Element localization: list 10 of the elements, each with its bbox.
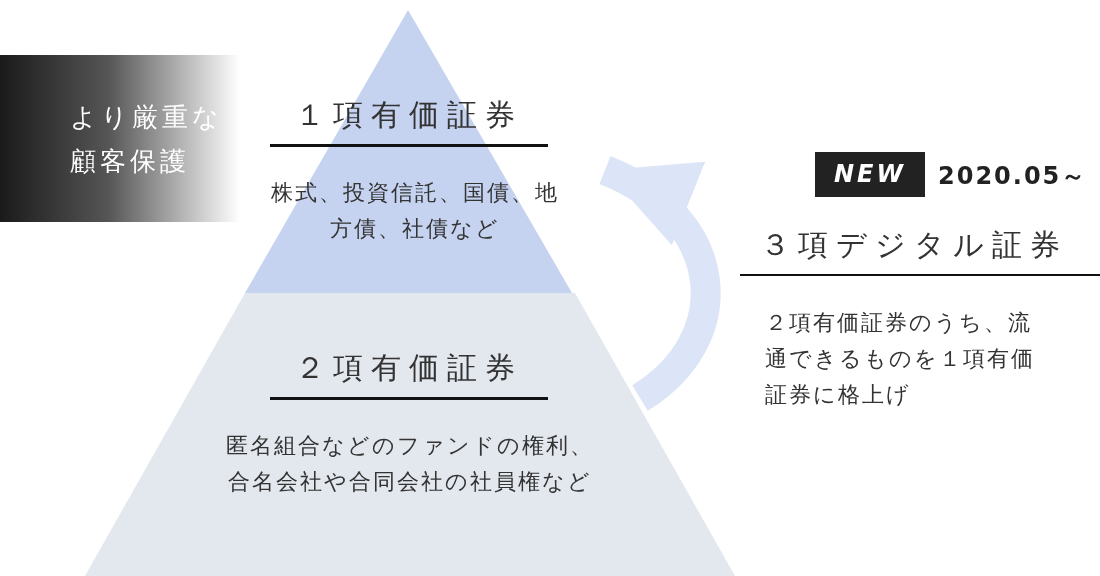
tier-heading: １項有価証券 xyxy=(270,95,548,147)
release-date: 2020.05～ xyxy=(938,161,1088,192)
new-badge: NEW xyxy=(815,152,925,197)
tier-heading: ２項有価証券 xyxy=(270,348,548,400)
tier-description: 株式、投資信託、国債、地方債、社債など xyxy=(270,179,560,243)
curved-arrow xyxy=(598,156,721,411)
tier-description: ２項有価証券のうち、流通できるものを１項有価証券に格上げ xyxy=(765,309,1035,409)
note-banner: より厳重な顧客保護 xyxy=(0,55,240,222)
tier-description: 匿名組合などのファンドの権利、合名会社や合同会社の社員権など xyxy=(225,432,595,496)
tier-heading: ３項デジタル証券 xyxy=(740,225,1100,276)
